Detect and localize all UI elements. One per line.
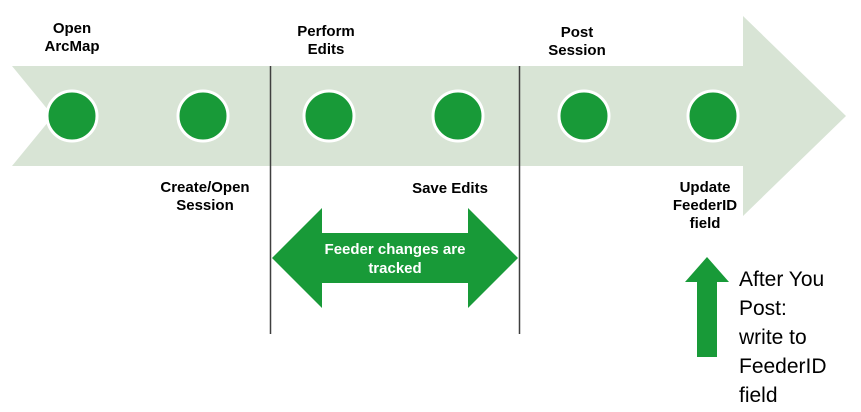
step-marker-post-session (557, 89, 611, 143)
step-marker-save-edits (431, 89, 485, 143)
step-label-create-open-session: Create/Open Session (160, 179, 250, 214)
tracked-span-label: Feeder changes are tracked (324, 241, 466, 277)
step-label-open-arcmap: Open ArcMap (44, 20, 100, 55)
step-marker-perform-edits (302, 89, 356, 143)
step-marker-create-open-session (176, 89, 230, 143)
step-marker-open-arcmap (45, 89, 99, 143)
step-label-update-feederid-field: Update FeederID field (672, 179, 738, 232)
after-post-up-arrow-icon (685, 257, 729, 357)
after-post-note: After You Post: write to FeederID field (739, 268, 827, 407)
step-label-save-edits: Save Edits (412, 180, 488, 197)
step-label-perform-edits: Perform Edits (297, 23, 355, 58)
step-marker-update-feederid (686, 89, 740, 143)
step-label-post-session: Post Session (548, 24, 606, 59)
process-arrow-band (12, 16, 846, 216)
tracked-span-double-arrow-icon (272, 208, 518, 308)
